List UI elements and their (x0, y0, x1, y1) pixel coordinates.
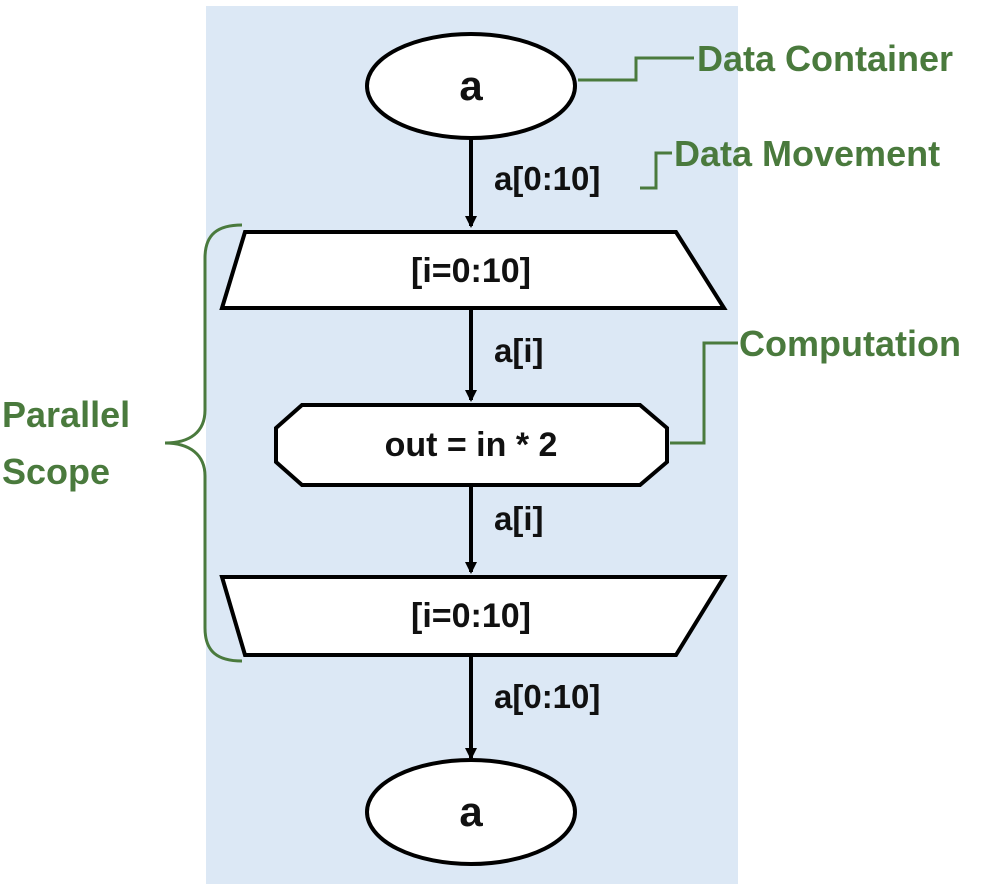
computation-annotation: Computation (739, 323, 961, 364)
computation-callout-line (670, 341, 738, 445)
tasklet-node (274, 403, 669, 487)
map-exit-node (219, 575, 728, 657)
data-movement-annotation: Data Movement (674, 133, 940, 174)
inner-in-memlet-label: a[i] (494, 332, 544, 369)
data-movement-callout-line (640, 151, 672, 190)
data-container-callout-line (578, 56, 694, 82)
exit-memlet-label: a[0:10] (494, 678, 600, 715)
data-container-annotation: Data Container (697, 38, 953, 79)
parallel-scope-annotation-line1: Parallel (2, 394, 130, 435)
tasklet-label: out = in * 2 (385, 426, 558, 464)
map-entry-node (219, 230, 728, 310)
top-container-label: a (459, 62, 483, 109)
bottom-container-node (365, 758, 577, 866)
parallel-scope-brace (164, 223, 243, 663)
map-exit-label: [i=0:10] (411, 597, 531, 635)
parallel-scope-annotation-line2: Scope (2, 451, 110, 492)
entry-memlet-label: a[0:10] (494, 160, 600, 197)
map-entry-label: [i=0:10] (411, 252, 531, 290)
bottom-container-label: a (459, 788, 483, 835)
inner-out-memlet-label: a[i] (494, 500, 544, 537)
